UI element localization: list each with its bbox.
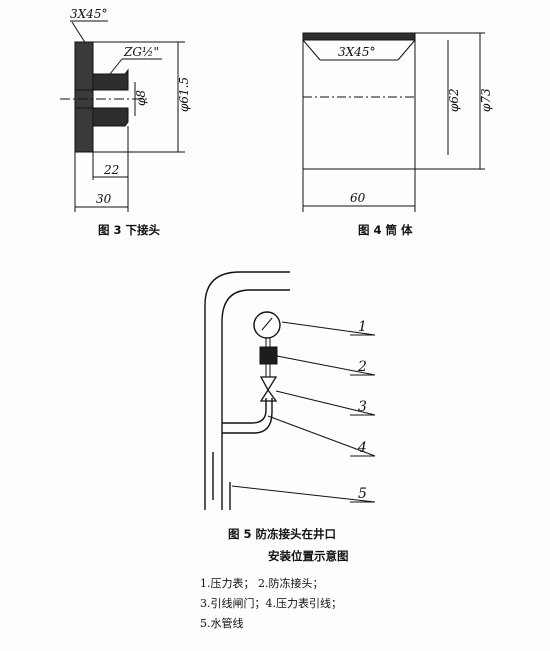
fig4-wall-hatch [302,32,416,41]
fig5-pressure-gauge [253,311,281,339]
fig5-legend-line1: 1.压力表； 2.防冻接头； [200,576,324,590]
fig3-thread-leader [109,58,123,75]
fig5-well-inner [221,289,290,510]
fig4-outer-dia-label: φ73 [479,88,493,112]
fig3-bore-label: φ8 [134,90,148,106]
fig3-hub-lower [92,107,129,127]
fig5-leader-2 [276,355,376,376]
fig3-dim30-label: 30 [96,192,112,206]
figure-3-lower-joint: 3X45° ZG½" φ8 φ61.5 22 30 图 3 下接头 [60,7,191,237]
fig5-leader-3 [275,390,376,416]
fig5-pipe-lower [222,398,273,434]
fig3-chamfer-label: 3X45° [70,7,107,21]
fig5-caption-line2: 安装位置示意图 [268,549,349,563]
fig5-callout-1: 1 [358,319,367,335]
fig5-callout-3: 3 [358,399,367,415]
fig5-caption-line1: 图 5 防冻接头在井口 [228,527,336,541]
fig3-thread-label: ZG½" [123,45,159,59]
fig5-pipe-upper [222,398,267,424]
fig4-chamfer-right [397,39,416,61]
fig5-leader-5 [231,485,376,503]
fig5-callout-2: 2 [357,359,367,375]
fig3-outer-dia-label: φ61.5 [177,77,191,112]
fig5-callout-4: 4 [357,440,367,456]
fig5-leader-1 [281,321,376,336]
fig5-well-outer [204,271,290,510]
fig4-length-label: 60 [350,191,366,205]
figure-4-cylinder: 3X45° φ62 φ73 60 图 4 筒 体 [302,32,493,237]
fig3-caption: 图 3 下接头 [98,223,161,237]
fig5-antifreeze-joint [259,346,278,365]
figure-5-installation: 1 2 3 4 5 图 5 防冻接头在井口 安装位置示意图 1.压力表； 2.防… [200,271,376,630]
fig4-inner-dia-label: φ62 [447,88,461,112]
fig3-chamfer-leader [71,21,87,45]
fig5-leader-4 [267,415,376,457]
fig5-legend-line3: 5.水管线 [200,616,244,630]
fig5-gauge-needle [261,317,273,331]
fig3-hub-upper [92,68,129,91]
fig5-legend-line2: 3.引线闸门；4.压力表引线； [200,596,342,610]
fig4-chamfer-left [302,39,321,61]
fig5-valve-top [259,376,278,392]
fig5-callout-5: 5 [358,486,367,502]
fig3-dim22-label: 22 [103,163,119,177]
fig4-caption: 图 4 筒 体 [358,223,413,237]
fig4-chamfer-label: 3X45° [338,45,375,59]
fig3-flange-section [74,41,94,153]
fig5-valve-bottom [259,388,278,402]
